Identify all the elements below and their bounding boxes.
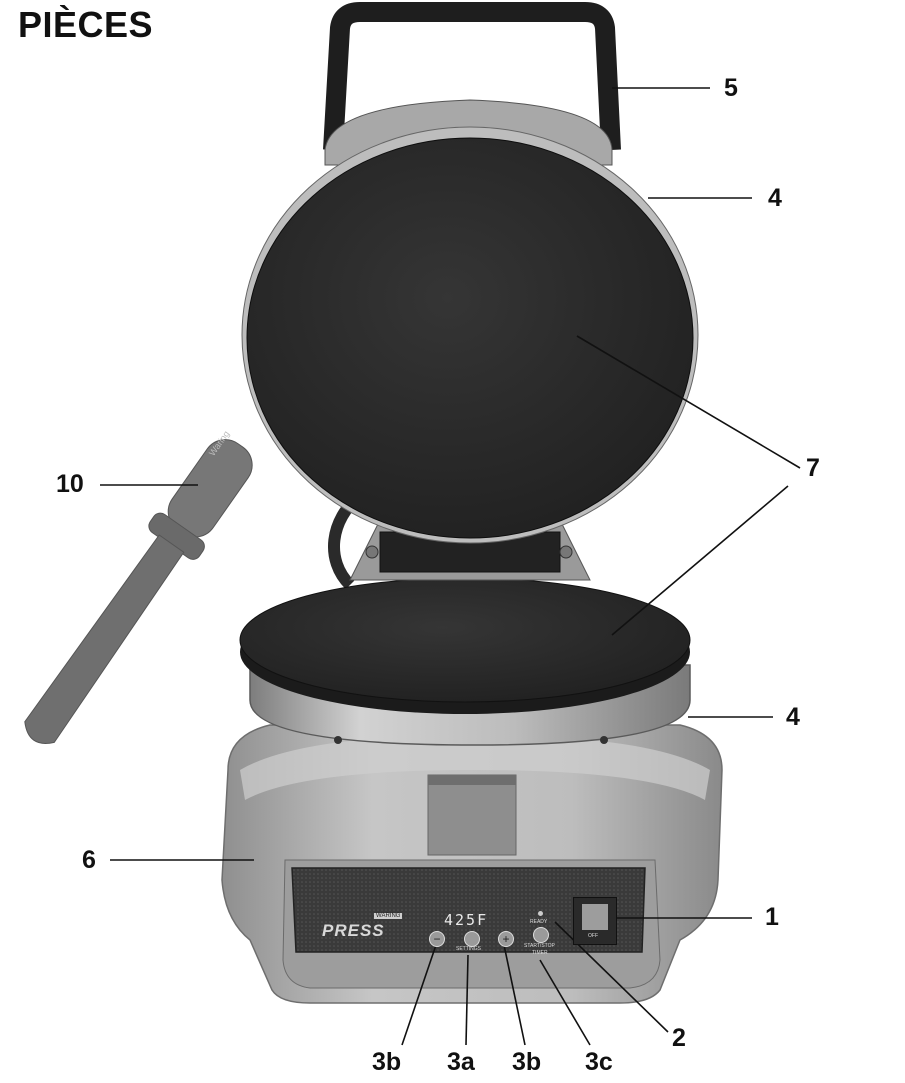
spatula [24, 439, 253, 744]
switch-rocker [582, 904, 608, 930]
callout-3a: 3a [447, 1048, 475, 1076]
plus-button[interactable]: + [498, 931, 514, 947]
start-stop-button[interactable] [533, 927, 549, 943]
ready-label: READY [530, 919, 548, 925]
upper-plate-assembly [241, 126, 699, 544]
callout-3b-left: 3b [372, 1048, 402, 1076]
upper-cooking-plate [246, 137, 694, 539]
timer-label: TIMER [532, 950, 548, 956]
lower-plate-assembly [239, 577, 691, 746]
callout-1: 1 [765, 903, 779, 931]
brand-logo: PRESS [322, 921, 385, 940]
base-housing [221, 724, 723, 1004]
start-stop-label: START/STOP [524, 943, 555, 949]
callout-10: 10 [56, 470, 84, 498]
callout-2: 2 [672, 1024, 686, 1052]
minus-button[interactable]: − [429, 931, 445, 947]
control-panel: PRESS WARING 425F − + SETTINGS READY STA… [318, 903, 648, 959]
callout-6: 6 [82, 846, 96, 874]
power-switch[interactable]: OFF [573, 897, 617, 945]
temperature-display: 425F [444, 911, 489, 929]
settings-label: SETTINGS [456, 946, 482, 952]
ready-light-icon [538, 911, 543, 916]
switch-label: OFF [588, 933, 598, 939]
callout-3b-right: 3b [512, 1048, 542, 1076]
temp-timer-button[interactable] [464, 931, 480, 947]
leader-lines [100, 87, 801, 1046]
callout-4-bottom: 4 [786, 703, 800, 731]
callout-3c: 3c [585, 1048, 613, 1076]
brand-badge: WARING [374, 913, 403, 919]
callout-4-top: 4 [768, 184, 782, 212]
callout-7: 7 [806, 454, 820, 482]
callout-5: 5 [724, 74, 738, 102]
page-title: PIÈCES [18, 4, 154, 45]
lower-cooking-plate [239, 577, 691, 703]
